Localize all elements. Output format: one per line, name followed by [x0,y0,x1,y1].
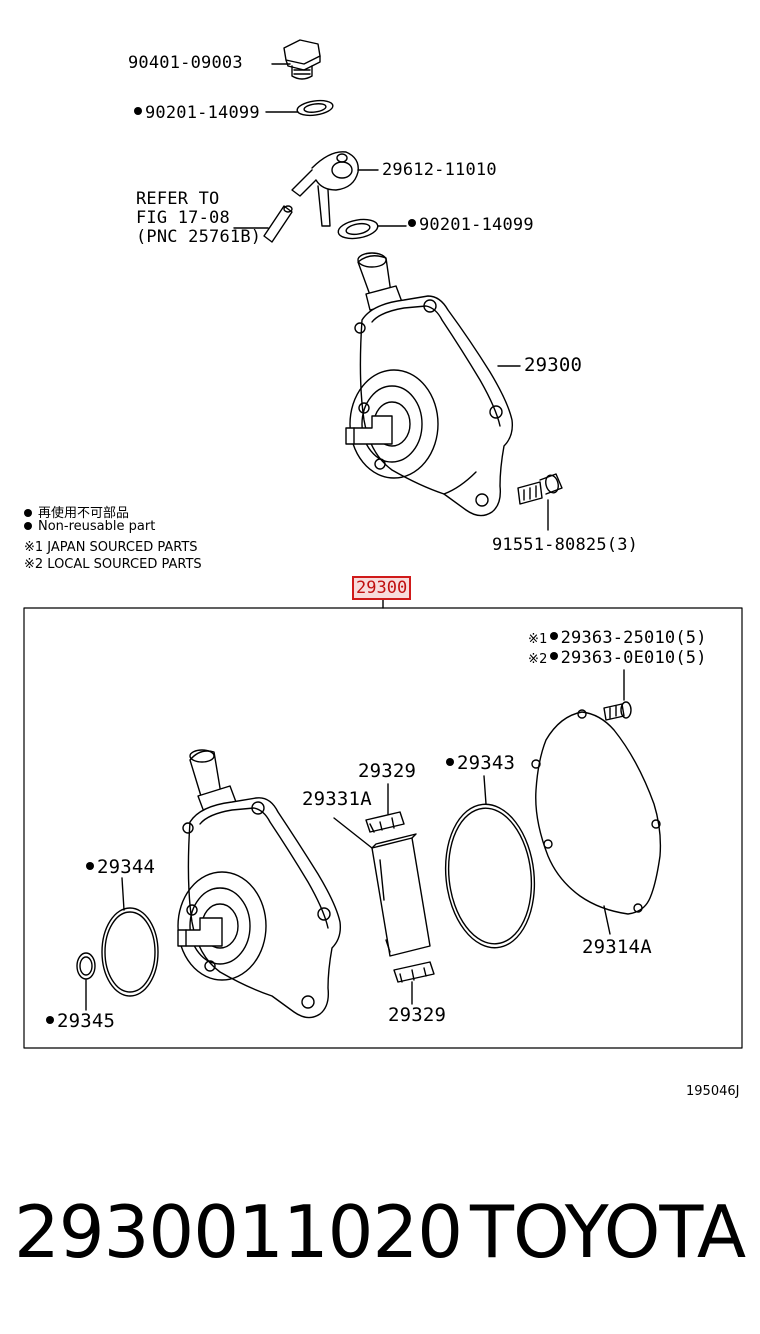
legend-text: Non-reusable part [38,519,156,534]
prefix-japan: ※1 [528,632,548,647]
label-29329-lower: 29329 [388,1004,447,1026]
label-29343: 29343 [446,752,515,774]
label-text: 29344 [97,856,156,878]
label-29363-25010: ※1 29363-25010(5) [528,628,707,648]
non-reusable-dot [549,652,558,660]
o-ring-29344 [101,877,159,997]
label-29314a: 29314A [582,936,652,958]
legend-line-1: 再使用不可部品 [24,502,129,521]
label-text: 90201-14099 [419,215,534,235]
non-reusable-dot [86,861,94,870]
gasket-90201-mid [337,218,407,240]
legend-dot [24,521,32,530]
vane-29329-lower [393,961,435,1005]
bolt-91551 [517,473,563,531]
highlight-29300[interactable]: 29300 [352,576,412,600]
label-90401-09003: 90401-09003 [128,53,243,73]
label-text: 29363-0E010(5) [560,648,707,668]
plug-90401 [271,39,321,80]
label-29344: 29344 [86,856,155,878]
label-29331a: 29331A [302,788,372,810]
detail-frame [23,607,743,1049]
label-text: 29345 [57,1010,116,1032]
label-29329-upper: 29329 [358,760,417,782]
legend-line-2: Non-reusable part [24,519,155,534]
union-29612 [291,151,379,227]
refer-line-1: REFER TO [136,189,220,209]
non-reusable-dot [134,107,142,115]
non-reusable-dot [446,757,454,766]
rotor-29331a [333,817,431,957]
label-91551-80825: 91551-80825(3) [492,535,639,555]
label-29612-11010: 29612-11010 [382,160,497,180]
vane-29329-upper [365,783,405,833]
non-reusable-dot [46,1015,54,1024]
label-29300: 29300 [524,354,583,376]
legend-dot [24,508,32,517]
prefix-local: ※2 [528,652,548,667]
label-text: 29343 [457,752,516,774]
screw-29363 [603,669,632,721]
pipe-ref [233,205,293,243]
gasket-90201-top [265,99,334,117]
non-reusable-dot [408,219,416,227]
figure-code: 195046J [686,1084,740,1099]
legend-line-3: ※1 JAPAN SOURCED PARTS [24,540,198,555]
label-29345: 29345 [46,1010,115,1032]
label-text: 29363-25010(5) [560,628,707,648]
o-ring-29343 [444,775,536,949]
brand-name: TOYOTA [470,1190,746,1274]
cover-29314a [531,709,662,935]
refer-line-2: FIG 17-08 [136,208,230,228]
legend-line-4: ※2 LOCAL SOURCED PARTS [24,557,202,572]
o-ring-29345 [76,952,96,1011]
label-refer: REFER TO FIG 17-08 (PNC 25761B) [136,190,261,247]
parts-diagram [23,39,743,1049]
label-29363-0e010: ※2 29363-0E010(5) [528,648,707,668]
refer-line-3: (PNC 25761B) [136,227,262,247]
label-90201-14099-mid: 90201-14099 [408,215,534,235]
part-number: 2930011020 [14,1190,463,1274]
non-reusable-dot [549,632,558,640]
label-text: 90201-14099 [145,103,260,123]
vacuum-pump-detail [177,749,342,1019]
label-90201-14099-top: 90201-14099 [134,103,260,123]
vacuum-pump-top [345,252,521,517]
legend-text: 再使用不可部品 [38,506,130,521]
